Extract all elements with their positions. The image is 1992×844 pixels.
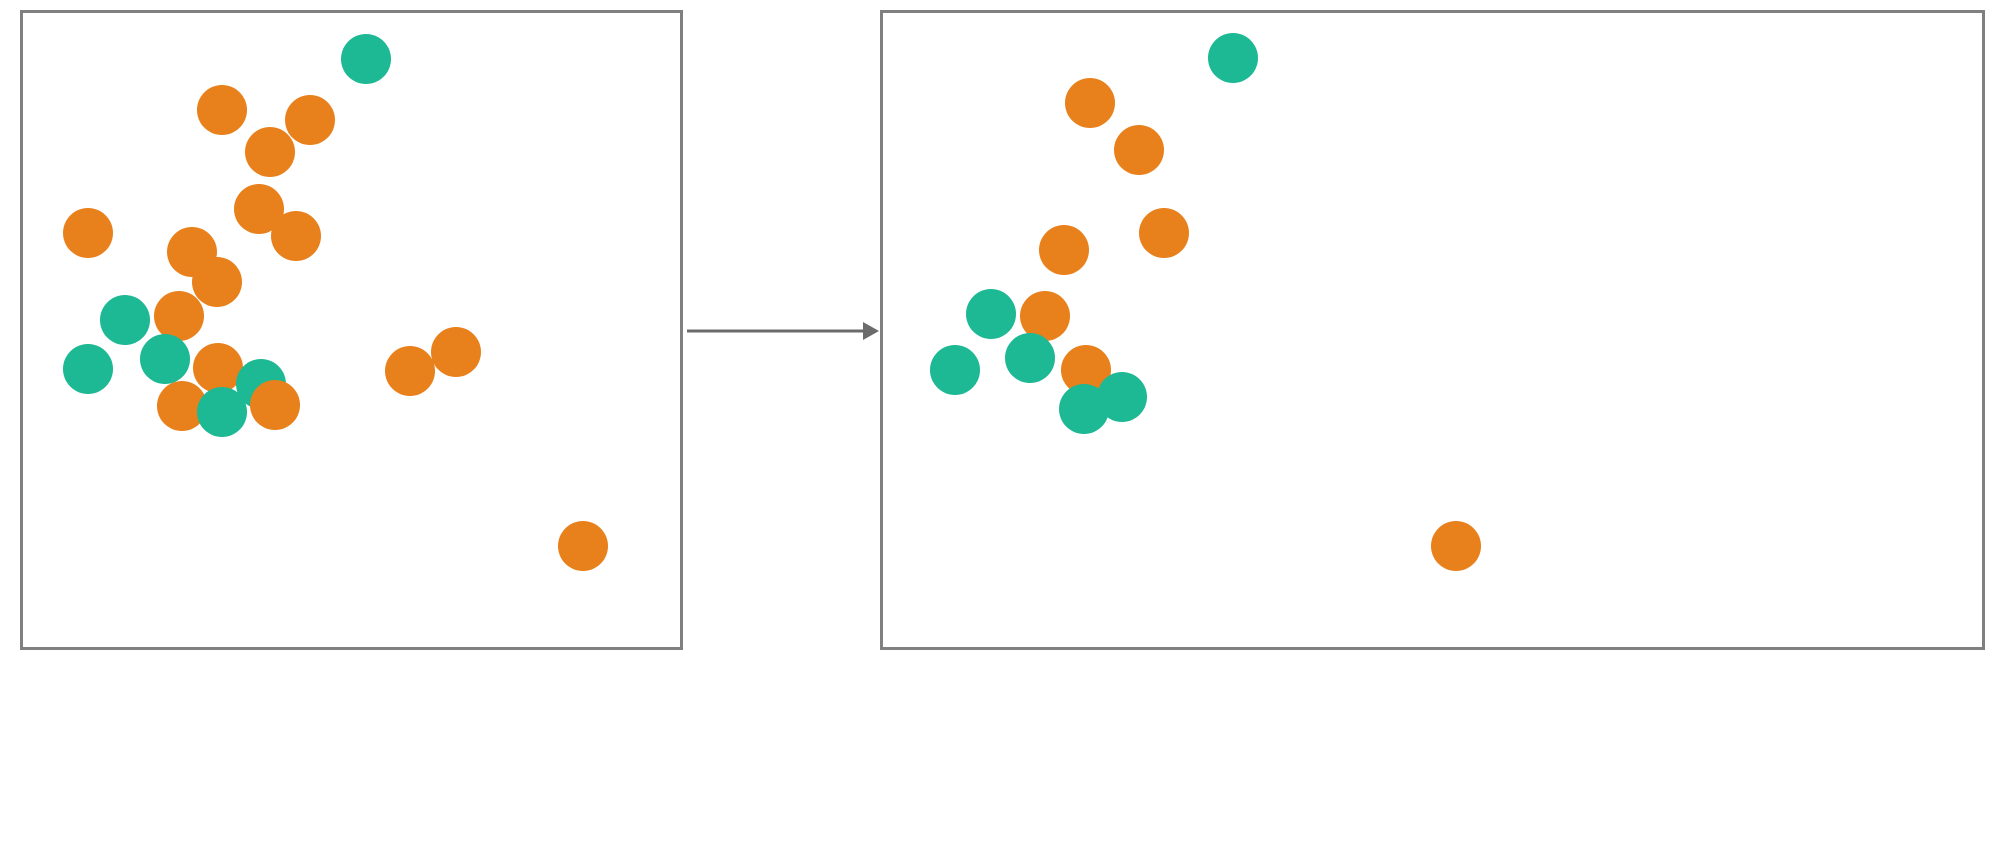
scatter-panel-after — [880, 10, 1985, 650]
scatter-point-teal — [140, 334, 190, 384]
scatter-point-orange — [154, 291, 204, 341]
scatter-point-teal — [197, 387, 247, 437]
panel-border-after — [880, 10, 1985, 650]
plot-area-after — [880, 10, 1985, 650]
scatter-point-teal — [1059, 384, 1109, 434]
scatter-point-orange — [1431, 521, 1481, 571]
scatter-panel-before — [20, 10, 683, 650]
scatter-point-orange — [250, 380, 300, 430]
scatter-point-orange — [271, 211, 321, 261]
scatter-point-orange — [1114, 125, 1164, 175]
scatter-point-orange — [193, 343, 243, 393]
scatter-point-teal — [63, 344, 113, 394]
transformation-arrow — [687, 319, 879, 343]
plot-area-before — [20, 10, 683, 650]
scatter-point-orange — [1065, 78, 1115, 128]
arrow-shaft — [687, 329, 865, 333]
scatter-point-teal — [966, 289, 1016, 339]
scatter-point-orange — [192, 257, 242, 307]
scatter-point-teal — [930, 345, 980, 395]
scatter-point-orange — [197, 85, 247, 135]
arrow-head-icon — [863, 322, 879, 340]
scatter-point-orange — [1039, 225, 1089, 275]
scatter-point-teal — [1005, 333, 1055, 383]
scatter-point-orange — [558, 521, 608, 571]
scatter-point-orange — [385, 346, 435, 396]
scatter-point-teal — [100, 295, 150, 345]
scatter-point-orange — [63, 208, 113, 258]
scatter-point-orange — [1020, 291, 1070, 341]
scatter-point-orange — [1139, 208, 1189, 258]
scatter-point-teal — [341, 34, 391, 84]
scatter-point-teal — [1208, 33, 1258, 83]
scatter-point-orange — [431, 327, 481, 377]
scatter-point-orange — [245, 127, 295, 177]
scatter-point-orange — [285, 95, 335, 145]
panel-border-before — [20, 10, 683, 650]
